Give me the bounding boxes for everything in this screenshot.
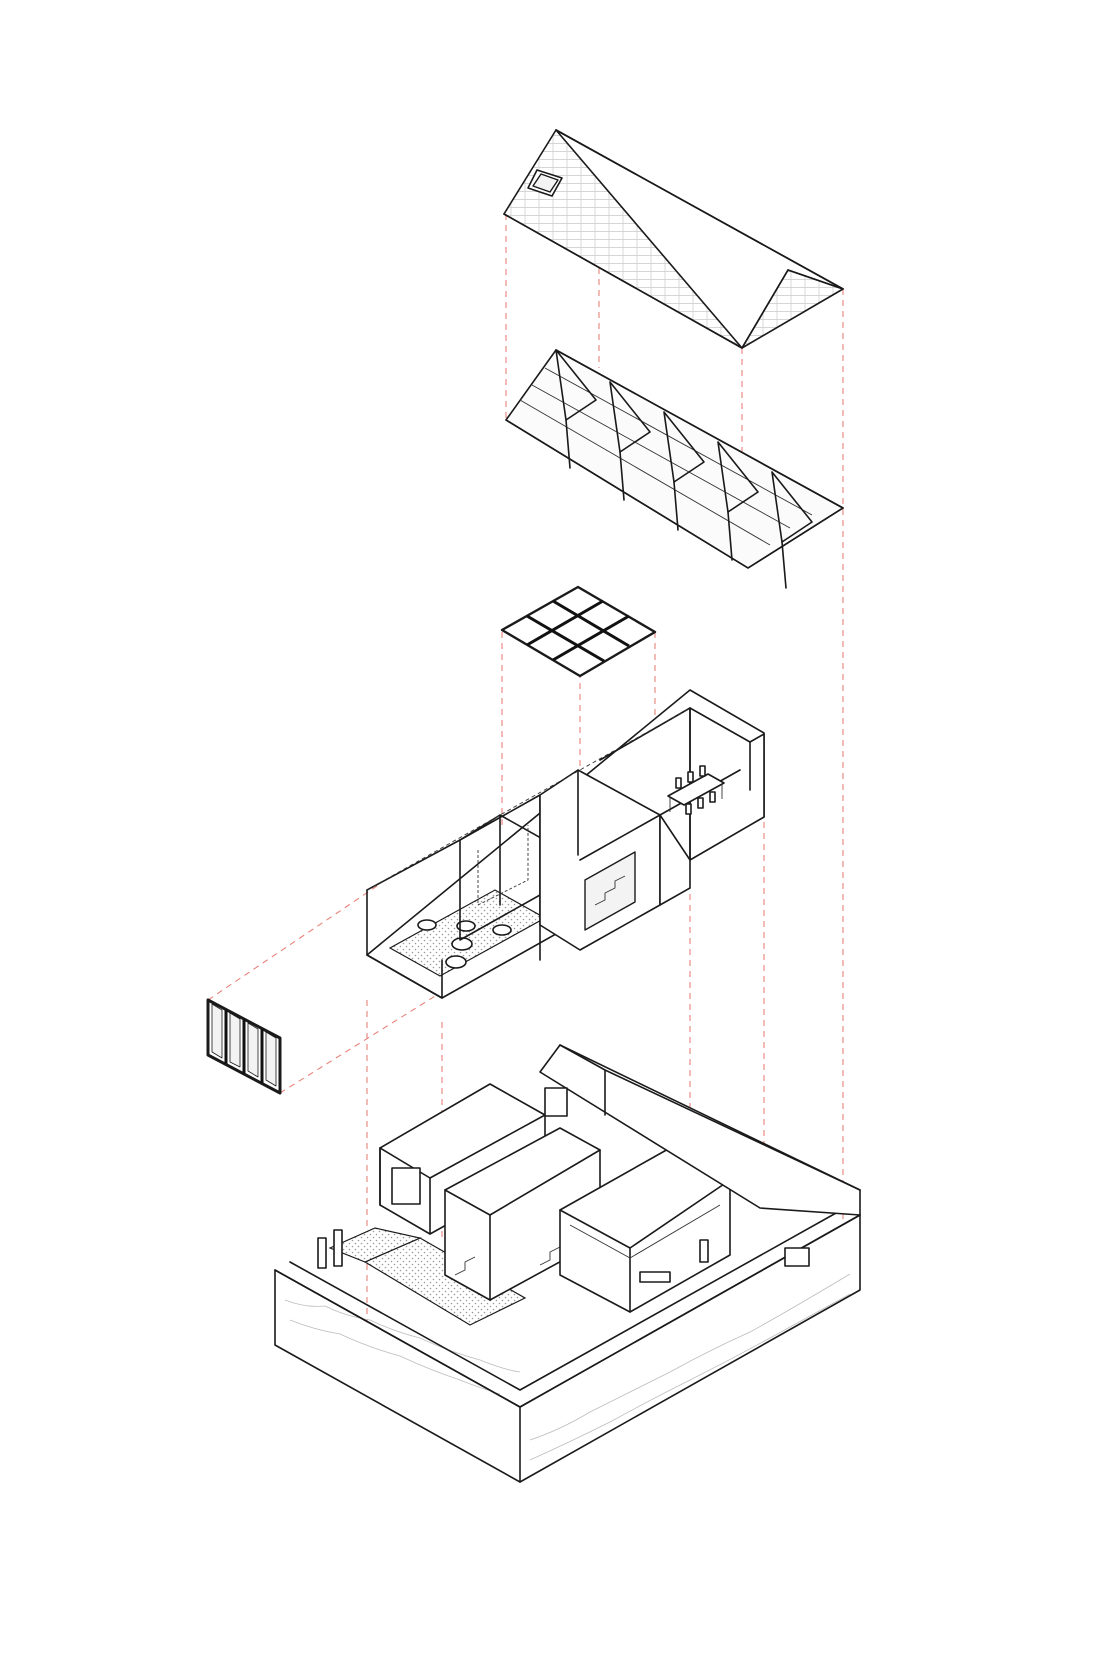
window-icon <box>699 1239 709 1263</box>
roof-covering <box>503 129 844 349</box>
grid-mullion <box>526 614 605 663</box>
guide-line <box>279 987 449 1094</box>
stone-masonry-texture <box>284 1273 851 1461</box>
glazed-door-panel <box>206 998 282 1095</box>
gate-post <box>333 1229 343 1267</box>
grid-mullion <box>526 599 604 647</box>
window-icon <box>391 1167 421 1205</box>
window-icon <box>639 1271 671 1283</box>
window-icon <box>784 1247 810 1267</box>
grid-mullion <box>552 599 630 648</box>
stepping-stone-icon <box>417 919 512 969</box>
roof-structure <box>505 349 844 589</box>
window-icon <box>544 1087 568 1117</box>
timber-truss-icon <box>555 349 813 543</box>
courtyard-paving <box>328 1227 422 1263</box>
inserted-volume <box>366 689 765 999</box>
skylight-grid <box>500 585 657 678</box>
gate-post <box>317 1237 327 1269</box>
grid-mullion <box>552 614 630 662</box>
dining-table-icon <box>667 765 725 815</box>
existing-house-base <box>274 1044 861 1483</box>
guide-line <box>207 883 381 1001</box>
